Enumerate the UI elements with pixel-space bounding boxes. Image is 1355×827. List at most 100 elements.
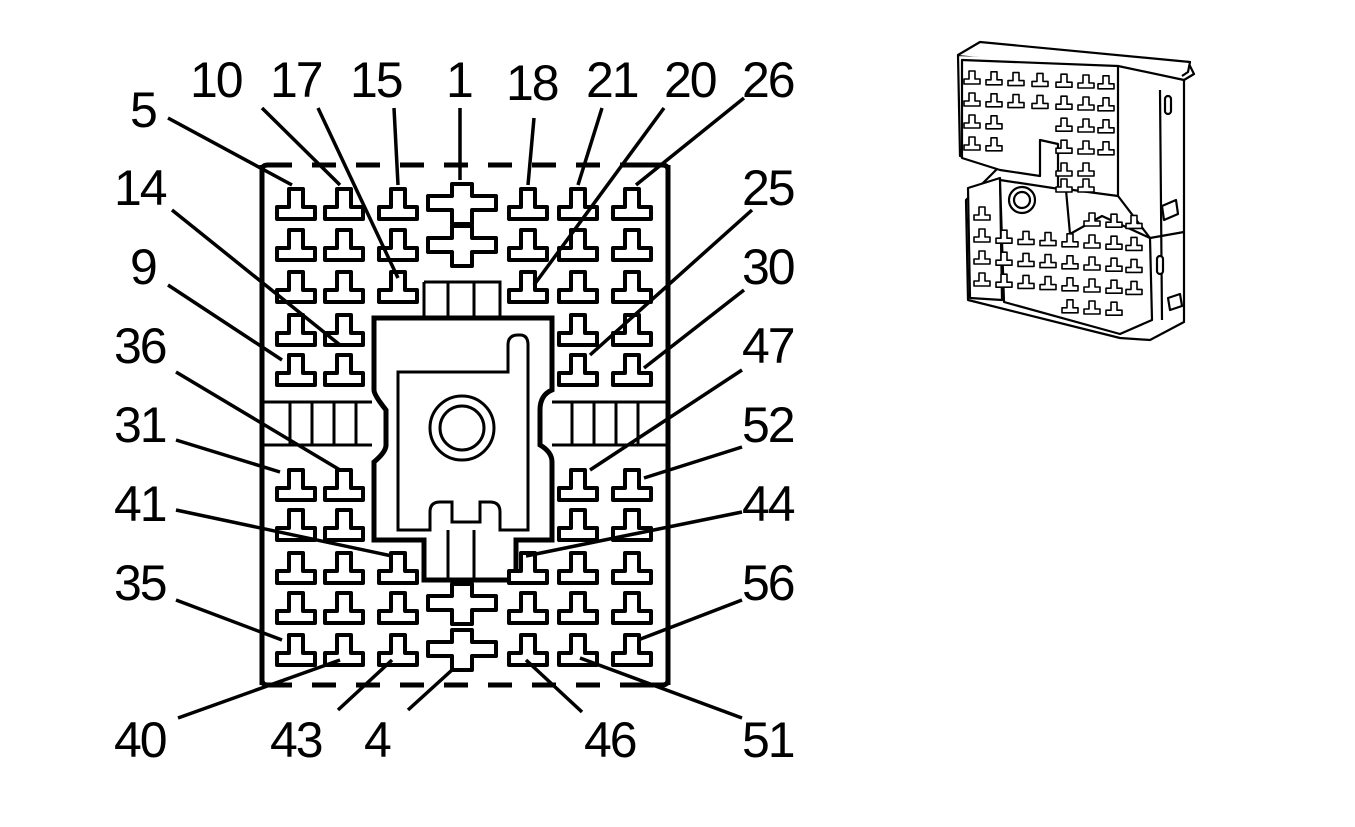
terminal-cavity bbox=[377, 187, 419, 221]
leader-52 bbox=[643, 445, 743, 480]
connector-isometric-view bbox=[956, 40, 1196, 342]
terminal-cavity bbox=[611, 633, 653, 667]
terminal-cavity bbox=[507, 228, 549, 262]
iso-terminal bbox=[1097, 97, 1115, 112]
terminal-cavity bbox=[323, 228, 365, 262]
iso-terminal bbox=[1031, 72, 1049, 88]
terminal-cavity bbox=[323, 591, 365, 625]
leader-lines bbox=[167, 96, 754, 720]
power-terminal-cavity bbox=[426, 182, 498, 226]
terminal-cavity bbox=[557, 270, 599, 304]
pin-label-31: 31 bbox=[114, 397, 166, 453]
terminal-cavity bbox=[557, 591, 599, 625]
iso-bolt-inner bbox=[1012, 190, 1032, 210]
iso-side-slot-2 bbox=[1155, 254, 1165, 276]
pin-label-21: 21 bbox=[586, 52, 638, 108]
iso-terminal bbox=[1125, 280, 1143, 296]
iso-side-clip bbox=[1160, 198, 1180, 222]
iso-terminal bbox=[1017, 230, 1035, 246]
iso-terminal bbox=[995, 273, 1013, 288]
pin-label-46: 46 bbox=[584, 712, 636, 768]
iso-terminal bbox=[1055, 95, 1073, 110]
pin-label-4: 4 bbox=[364, 712, 391, 768]
center-bolt-inner bbox=[438, 404, 486, 452]
terminal-cavity bbox=[507, 633, 549, 667]
leader-25 bbox=[588, 208, 754, 357]
terminal-cavity bbox=[611, 187, 653, 221]
iso-terminal bbox=[1007, 93, 1025, 109]
terminal-cavity bbox=[611, 551, 653, 585]
terminal-cavity bbox=[611, 228, 653, 262]
pin-label-5: 5 bbox=[130, 82, 156, 138]
terminal-cavity bbox=[377, 633, 419, 667]
terminal-cavity bbox=[557, 187, 599, 221]
terminal-cavity bbox=[323, 508, 365, 542]
leader-14 bbox=[170, 208, 342, 347]
iso-terminal bbox=[1055, 139, 1073, 154]
leader-10 bbox=[260, 106, 342, 187]
terminal-cavity bbox=[323, 187, 365, 221]
iso-terminal bbox=[995, 251, 1013, 266]
terminal-cavity bbox=[323, 270, 365, 304]
leader-56 bbox=[637, 598, 743, 642]
iso-terminal bbox=[1097, 119, 1115, 134]
terminal-cavity bbox=[377, 228, 419, 262]
leader-44 bbox=[525, 510, 743, 558]
leader-51 bbox=[579, 656, 743, 720]
leader-21 bbox=[576, 107, 604, 186]
iso-terminal bbox=[963, 114, 981, 129]
terminal-cavity bbox=[323, 353, 365, 387]
terminal-cavity bbox=[323, 468, 365, 502]
terminal-cavity bbox=[377, 551, 419, 585]
lower-tab-ribs bbox=[446, 530, 476, 580]
iso-terminal bbox=[973, 250, 991, 265]
iso-terminal bbox=[1061, 255, 1079, 270]
iso-terminal bbox=[1083, 212, 1101, 227]
iso-terminal bbox=[985, 71, 1003, 86]
leader-43 bbox=[336, 658, 394, 712]
terminal-cavity bbox=[507, 270, 549, 304]
pin-label-51: 51 bbox=[742, 712, 794, 768]
pin-label-9: 9 bbox=[130, 239, 156, 295]
iso-terminal bbox=[1061, 233, 1079, 248]
iso-terminal bbox=[1083, 234, 1101, 249]
iso-terminal bbox=[1017, 252, 1035, 268]
iso-upper-block bbox=[960, 58, 1120, 198]
upper-tab-ribs bbox=[422, 280, 502, 318]
power-terminal-cavity bbox=[426, 224, 498, 268]
terminal-cavity bbox=[557, 468, 599, 502]
leader-5 bbox=[167, 116, 293, 187]
terminal-cavity bbox=[275, 591, 317, 625]
power-terminal-cavity bbox=[426, 628, 498, 672]
left-ribs bbox=[262, 400, 372, 447]
terminal-cavity bbox=[611, 591, 653, 625]
iso-terminal bbox=[973, 228, 991, 243]
leader-30 bbox=[642, 288, 746, 370]
iso-terminal bbox=[1055, 73, 1073, 88]
terminal-cavity bbox=[507, 591, 549, 625]
terminal-cavity bbox=[557, 551, 599, 585]
leader-47 bbox=[589, 368, 743, 472]
center-latch-inner bbox=[396, 333, 530, 532]
leader-26 bbox=[634, 96, 746, 187]
terminal-cavity bbox=[377, 270, 419, 304]
pin-label-1: 1 bbox=[446, 52, 472, 108]
iso-terminal bbox=[1105, 235, 1123, 250]
terminal-cavity bbox=[557, 228, 599, 262]
iso-terminal bbox=[985, 115, 1003, 130]
pin-label-20: 20 bbox=[664, 52, 716, 108]
pin-label-36: 36 bbox=[114, 318, 166, 374]
terminal-cavity bbox=[557, 313, 599, 347]
terminal-cavity bbox=[275, 187, 317, 221]
leader-17 bbox=[316, 107, 400, 279]
iso-terminal bbox=[1061, 277, 1079, 292]
terminal-cavity bbox=[275, 551, 317, 585]
terminal-cavity bbox=[275, 468, 317, 502]
pin-label-44: 44 bbox=[742, 476, 795, 532]
leader-40 bbox=[177, 658, 341, 720]
terminal-cavities bbox=[275, 182, 653, 672]
terminal-cavity bbox=[377, 591, 419, 625]
iso-terminal bbox=[1039, 231, 1057, 247]
pin-label-26: 26 bbox=[742, 52, 794, 108]
